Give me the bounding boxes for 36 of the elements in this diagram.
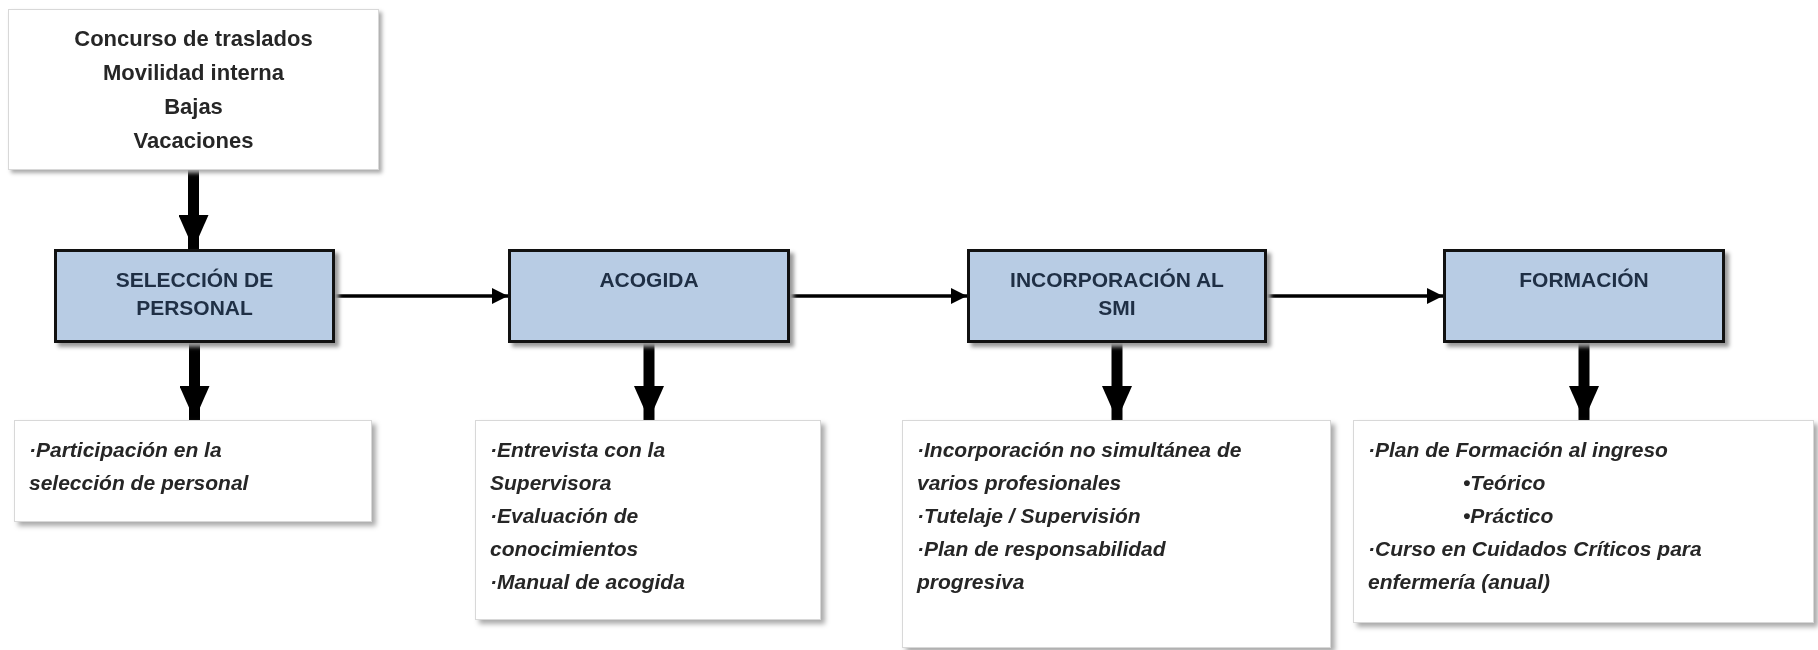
detail-box — [902, 420, 1331, 648]
process-box — [54, 249, 335, 343]
note-line: Bajas — [163, 93, 224, 121]
note-line: Vacaciones — [132, 127, 255, 155]
process-box — [1443, 249, 1725, 343]
note-line: Concurso de traslados — [73, 25, 314, 53]
step-title: FORMACIÓN — [1518, 267, 1650, 293]
detail-box — [1353, 420, 1814, 623]
list-item: ·Entrevista con la Supervisora — [490, 437, 667, 496]
note-box — [8, 9, 379, 170]
step-title: INCORPORACIÓN AL SMI — [1009, 267, 1225, 321]
process-box — [967, 249, 1267, 343]
list-item: •Teórico — [1462, 470, 1547, 496]
arrow — [634, 343, 664, 420]
process-box — [508, 249, 790, 343]
list-item: ·Participación en la selección de personal — [29, 437, 250, 496]
step-title: SELECCIÓN DE PERSONAL — [114, 267, 275, 321]
detail-box — [14, 420, 372, 522]
list-item: ·Incorporación no simultánea de varios profesionales — [917, 437, 1243, 496]
list-item: •Práctico — [1462, 503, 1555, 529]
list-item: ·Tutelaje / Supervisión — [917, 503, 1142, 529]
list-item: ·Plan de Formación al ingreso — [1368, 437, 1669, 463]
note-line: Movilidad interna — [102, 59, 285, 87]
arrow — [1102, 343, 1132, 420]
list-item: ·Manual de acogida — [490, 569, 686, 595]
list-item: ·Curso en Cuidados Críticos para enfermería (anual) — [1368, 536, 1703, 595]
arrow — [335, 288, 508, 304]
arrow — [178, 170, 209, 249]
step-title: ACOGIDA — [598, 267, 700, 293]
arrow — [1267, 288, 1443, 304]
arrow — [1569, 343, 1599, 420]
arrow — [179, 343, 210, 420]
list-item: ·Evaluación de conocimientos — [490, 503, 640, 562]
list-item: ·Plan de responsabilidad progresiva — [917, 536, 1167, 595]
arrow — [790, 288, 967, 304]
detail-box — [475, 420, 821, 620]
